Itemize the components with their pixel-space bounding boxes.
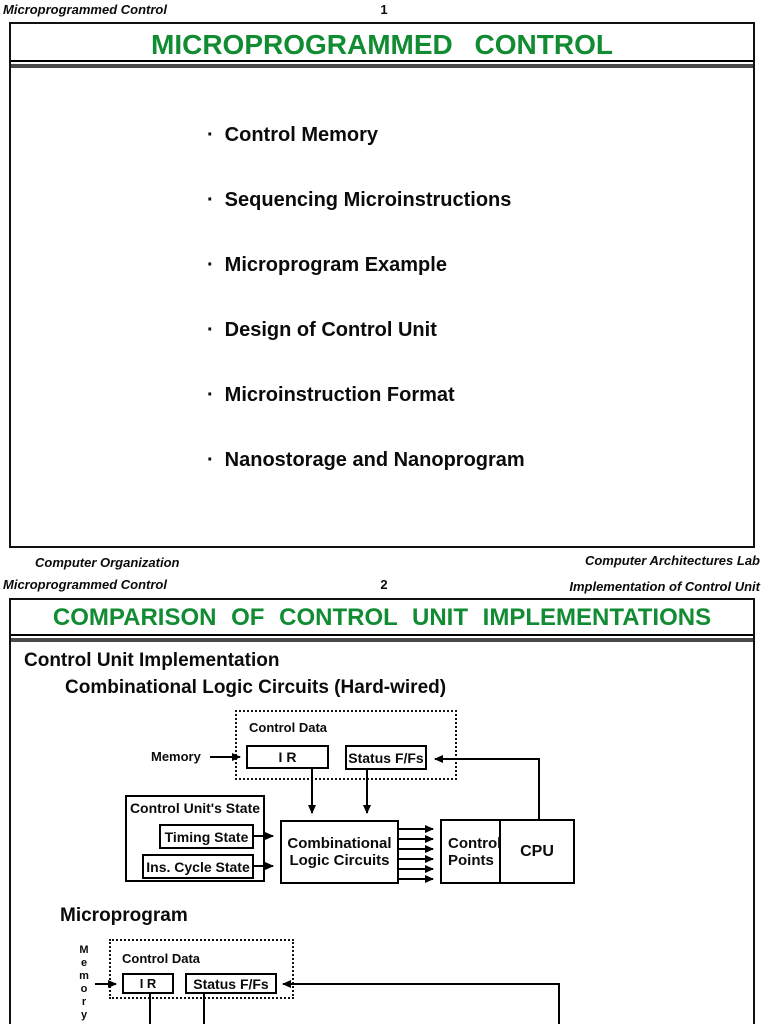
status-ffs-box: Status F/Fs xyxy=(345,745,427,770)
slide-1: MICROPROGRAMMED CONTROL Control Memory S… xyxy=(9,22,755,548)
ir-box-2: I R xyxy=(122,973,174,994)
status-ffs-box-2: Status F/Fs xyxy=(185,973,277,994)
page1-number: 1 xyxy=(380,2,388,17)
control-data-dashed-box xyxy=(235,710,457,780)
ir-box: I R xyxy=(246,745,329,769)
list-item: Control Memory xyxy=(207,124,525,148)
list-item: Microinstruction Format xyxy=(207,384,525,408)
list-item: Design of Control Unit xyxy=(207,319,525,343)
slide2-title: COMPARISON OF CONTROL UNIT IMPLEMENTATIO… xyxy=(52,604,712,631)
page2-running-title: Microprogrammed Control xyxy=(3,577,167,592)
page2-subtitle: Implementation of Control Unit xyxy=(569,579,760,594)
control-points-cell: Control Points xyxy=(442,821,501,882)
footer-lab: Computer Architectures Lab xyxy=(584,553,760,568)
subsection-hardwired: Combinational Logic Circuits (Hard-wired… xyxy=(65,677,447,698)
combinational-logic-box: Combinational Logic Circuits xyxy=(280,820,399,884)
list-item: Microprogram Example xyxy=(207,254,525,278)
slide-2: COMPARISON OF CONTROL UNIT IMPLEMENTATIO… xyxy=(9,598,755,1024)
memory-label: Memory xyxy=(151,749,201,764)
slide1-title-rule xyxy=(11,60,753,68)
control-data-label: Control Data xyxy=(249,720,327,735)
memory-vertical-label: Memory xyxy=(78,944,90,1022)
list-item: Sequencing Microinstructions xyxy=(207,189,525,213)
slide1-title: MICROPROGRAMMED CONTROL xyxy=(151,29,613,60)
slide1-bullet-list: Control Memory Sequencing Microinstructi… xyxy=(207,124,525,514)
control-points-cpu-box: Control Points CPU xyxy=(440,819,575,884)
footer-org: Computer Organization xyxy=(35,555,180,570)
ins-cycle-state-box: Ins. Cycle State xyxy=(142,854,254,879)
section-heading: Control Unit Implementation xyxy=(24,650,280,671)
cpu-cell: CPU xyxy=(520,842,554,860)
timing-state-box: Timing State xyxy=(159,824,254,849)
control-data-dashed-box-2 xyxy=(109,939,294,999)
control-data-label-2: Control Data xyxy=(122,951,200,966)
list-item: Nanostorage and Nanoprogram xyxy=(207,449,525,473)
slide2-title-rule xyxy=(11,634,753,642)
page1-running-title: Microprogrammed Control xyxy=(3,2,167,17)
subsection-microprogram: Microprogram xyxy=(60,905,188,926)
page2-number: 2 xyxy=(380,577,388,592)
